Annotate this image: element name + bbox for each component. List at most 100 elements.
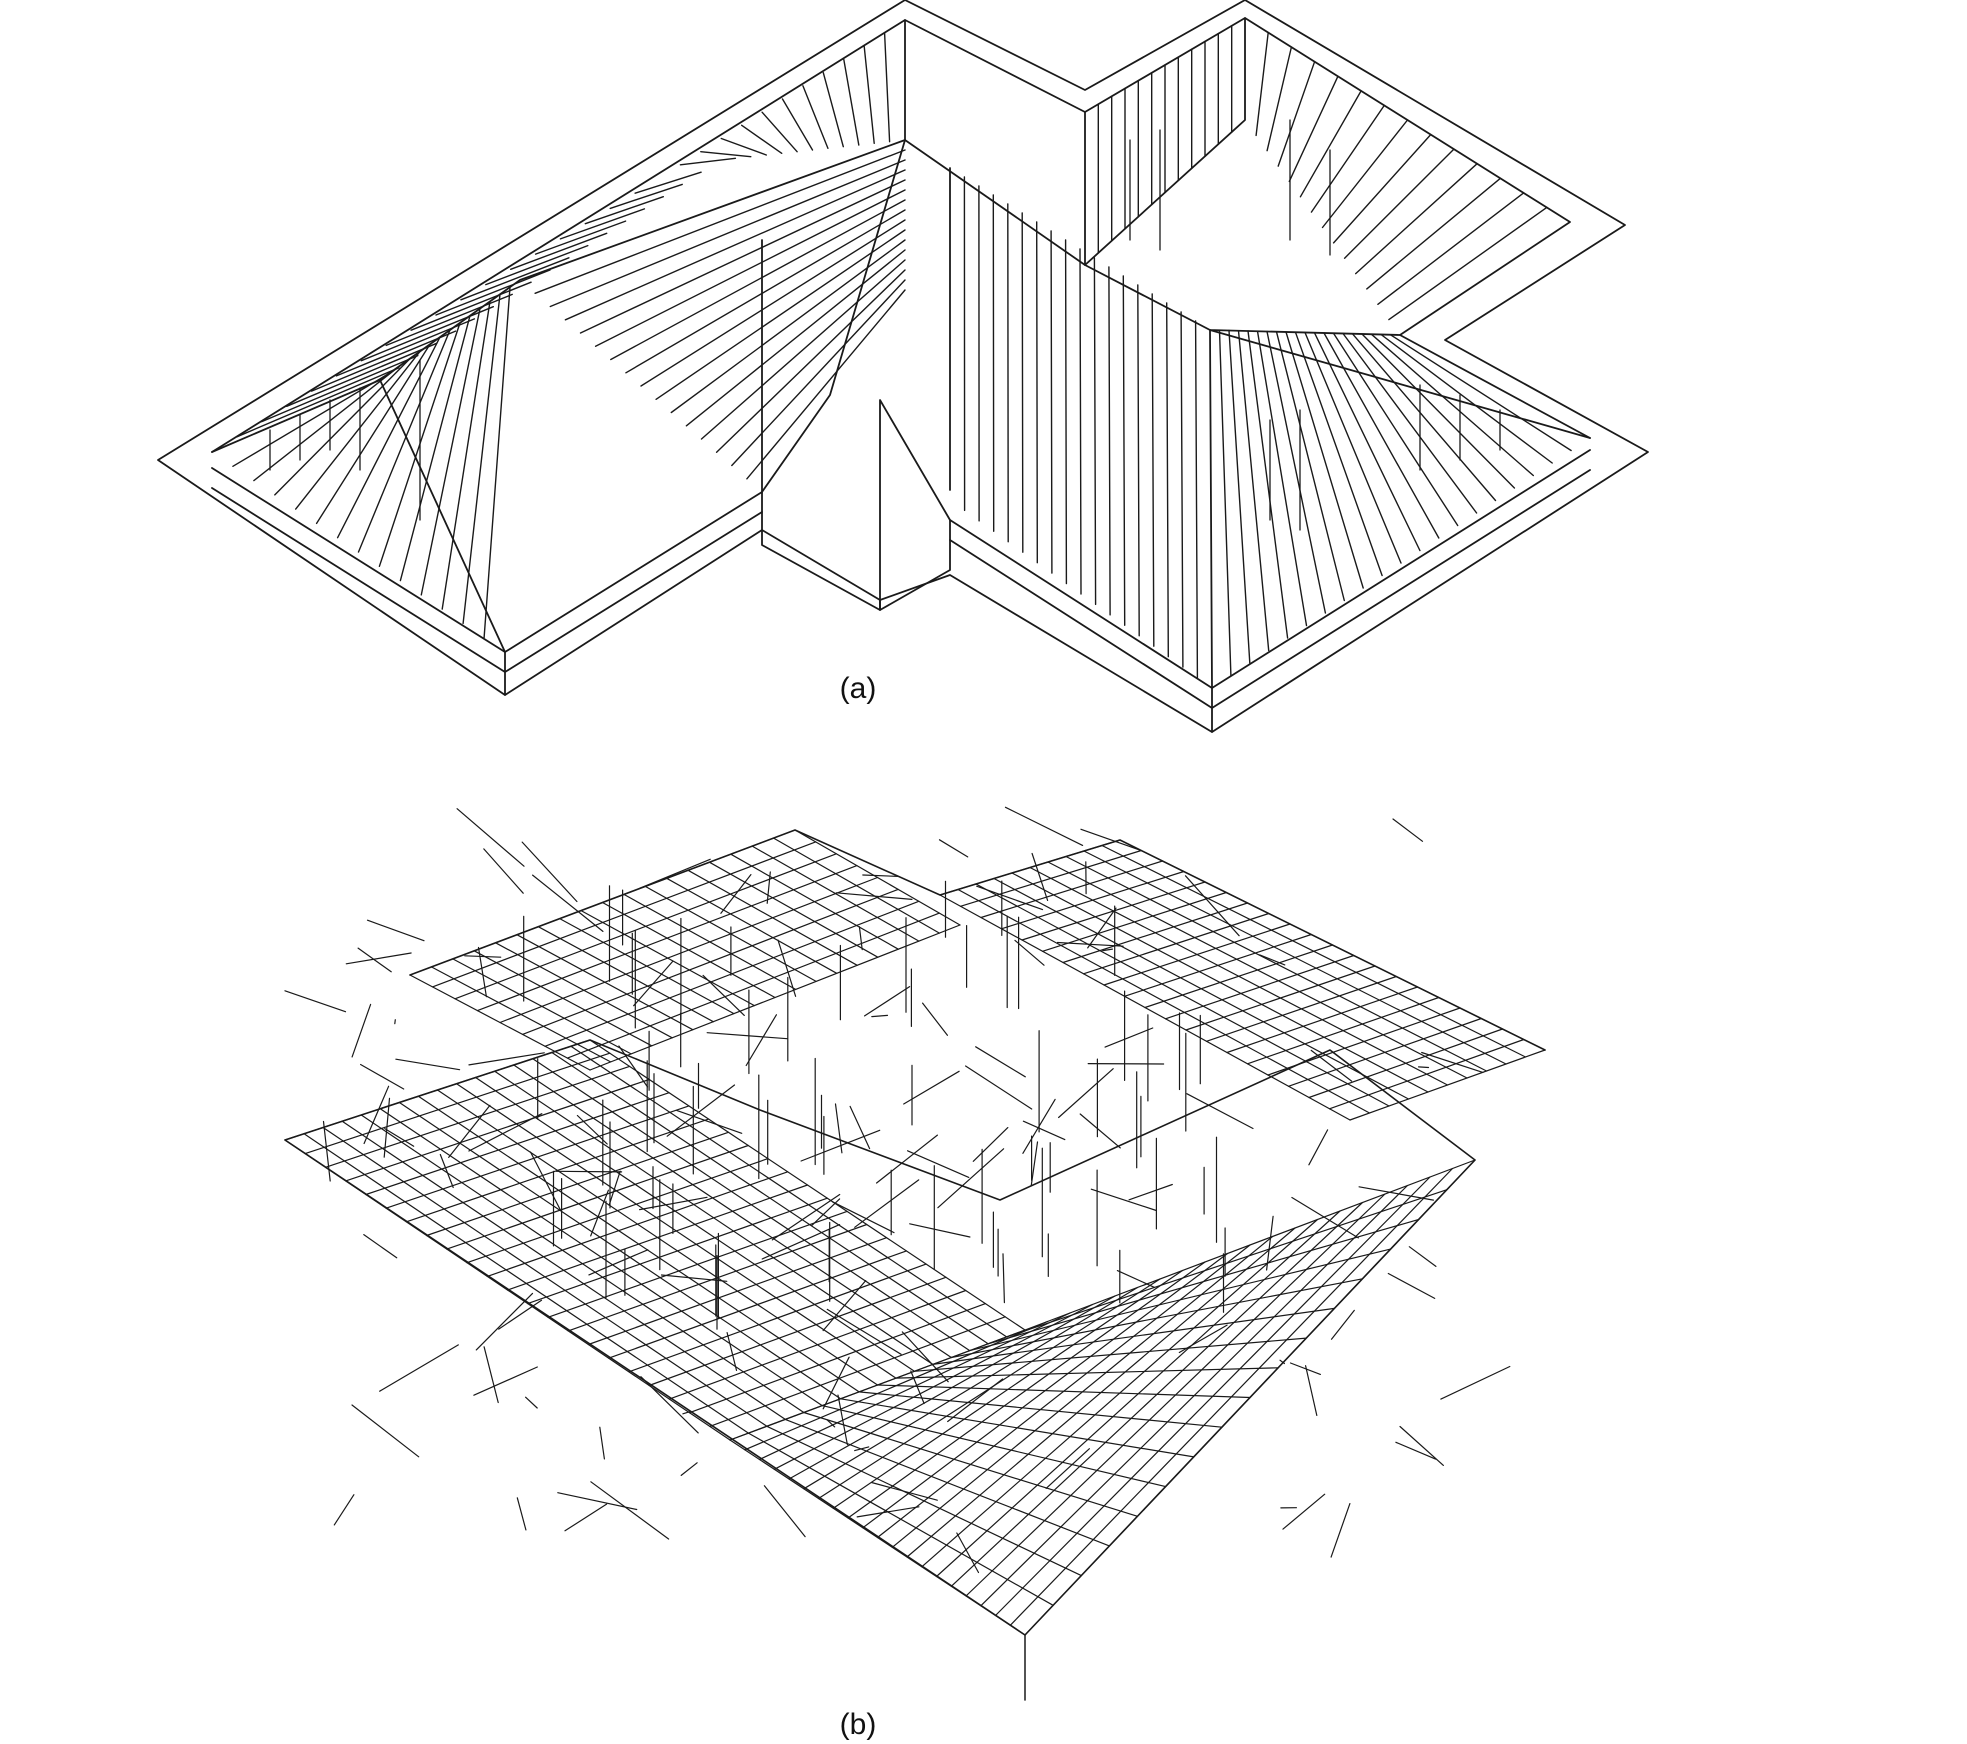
grid-line [1082,912,1270,975]
diagonal-member [834,1103,843,1154]
diagonal-member [726,1331,738,1372]
grid-line [426,1131,730,1237]
rafter-line [1288,75,1339,183]
diagonal-member [1259,954,1286,966]
diagonal-member [1330,1309,1355,1340]
rafter-line [1151,293,1155,647]
rafter-line [310,330,457,392]
truss-verticals [269,119,1501,531]
rafter-line [1366,177,1502,290]
grid-line [773,1303,1094,1470]
rafter-line [843,58,860,146]
grid-line [547,1210,848,1318]
grid-line [648,1276,947,1387]
diagonal-member [964,1065,1033,1110]
rafter-line [385,293,513,347]
grid-line [921,1218,1319,1568]
diagonal-member [1408,1246,1437,1268]
diagonal-member [1056,941,1124,947]
grid-line [906,1227,1296,1558]
diagonal-member [524,1396,538,1409]
grid-line [499,876,879,1024]
rafter-line [1180,311,1184,668]
grid-line [1164,954,1355,1020]
diagonal-member [937,1148,1005,1209]
rafter-line [1277,61,1316,167]
diagonal-member [903,1070,960,1105]
grid-line [758,1312,1071,1461]
rafter-line [741,124,783,155]
rafter-line [594,189,906,347]
rafter-line [1266,330,1327,614]
diagonal-member [1184,875,1240,937]
grid-line [544,900,920,1047]
diagonal-member [448,1104,491,1159]
truss-diagonals [284,806,1511,1574]
diagonal-member [676,1109,743,1134]
rafter-line [441,300,491,610]
diagonal-member [972,1126,1009,1162]
diagonal-member [771,1193,841,1241]
rafter-line [685,249,906,427]
rafter-line [1377,192,1525,305]
grid-line [862,1252,1229,1529]
grid-line [876,1244,1251,1539]
diagonal-member [858,926,863,951]
diagonal-member [856,1506,920,1518]
truss-grid [284,829,1546,1636]
rafter-line [232,372,391,467]
rafter-line [1323,332,1440,539]
diagonal-member [837,1394,849,1446]
diagonal-member [1004,806,1084,847]
grid-line [1041,891,1227,952]
diagonal-member [720,873,752,914]
diagonal-member [439,1153,454,1189]
diagonal-member [1128,1183,1173,1201]
rafter-hatching-upper [679,25,1548,321]
rafter-line [1299,90,1362,198]
panel-b-wireframe [284,806,1546,1701]
rafter-line [1380,333,1553,464]
rafter-line [534,149,906,294]
diagonal-member [384,1127,415,1147]
rafter-line [670,239,906,414]
diagonal-member [777,939,797,997]
grid-line [628,1263,927,1373]
rafter-line [655,229,906,400]
rafter-line [1343,148,1455,259]
diagonal-member [976,885,1044,911]
diagonal-member [475,1292,534,1351]
grid-line [1246,996,1440,1065]
diagonal-member [1440,1365,1511,1400]
diagonal-member [831,1201,895,1234]
diagonal-member [1030,1141,1039,1187]
rafter-line [700,259,906,440]
grid-line [980,1184,1409,1607]
rafter-line [534,220,627,255]
diagonal-member [811,1198,841,1226]
rafter-line [564,169,906,321]
diagonal-member [483,848,524,894]
diagonal-member [366,919,425,942]
grid-line [709,1316,1006,1428]
grid-line [847,1261,1206,1519]
diagonal-member [333,1494,355,1526]
diagonal-member [564,1503,608,1532]
diagonal-member [822,1279,867,1332]
diagonal-member [910,1370,925,1405]
diagonal-member [761,1223,841,1260]
diagonal-member [854,1446,870,1452]
rafter-line [1255,31,1269,137]
diagonal-member [498,1299,543,1330]
rafter-line [715,269,906,453]
rafter-line [559,208,646,240]
diagonal-member [1282,1493,1326,1530]
rafter-line [1389,334,1572,452]
diagonal-member [745,1014,778,1067]
rafter-line [286,342,438,407]
diagonal-member [351,1003,372,1058]
grid-line [788,1295,1116,1480]
rafter-line [295,350,421,510]
rafter-line [1351,333,1497,502]
grid-line [521,888,899,1036]
